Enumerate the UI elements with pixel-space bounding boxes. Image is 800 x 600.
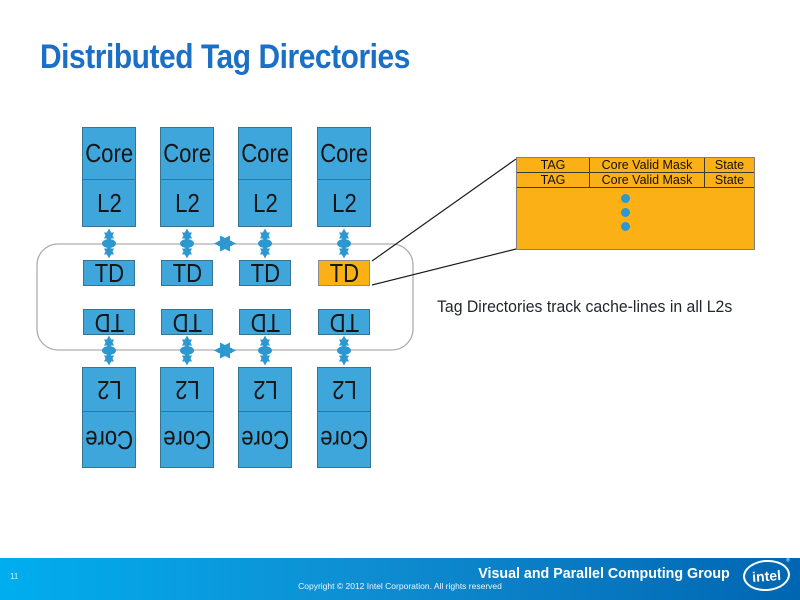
td-label: TD: [250, 307, 280, 338]
l2-label: L2: [174, 375, 200, 405]
td-box-1: TD: [83, 257, 135, 288]
l2-box-bottom-4: L2: [317, 367, 371, 412]
td-box-mirror-2: TD: [161, 307, 213, 338]
l2-label: L2: [331, 187, 357, 218]
core-label: Core: [85, 425, 133, 455]
l2-label: L2: [252, 375, 278, 405]
l2-label: L2: [96, 375, 122, 405]
td-box-3: TD: [239, 257, 291, 288]
core-label: Core: [241, 138, 289, 168]
td-label: TD: [329, 257, 359, 288]
group-name: Visual and Parallel Computing Group: [478, 565, 730, 582]
l2-box-top-4: L2: [317, 179, 371, 227]
ellipsis-dot: [621, 222, 630, 231]
td-box-4-highlighted: TD: [318, 257, 370, 288]
l2-label: L2: [174, 187, 200, 218]
slide-title: Distributed Tag Directories: [40, 38, 410, 76]
td-label: TD: [250, 257, 280, 288]
core-box-bottom-4: Core: [317, 411, 371, 468]
table-cell-state: State: [714, 158, 745, 172]
core-box-top-3: Core: [238, 127, 292, 180]
table-cell-mask: Core Valid Mask: [590, 173, 705, 187]
table-cell-tag: TAG: [517, 173, 590, 187]
ellipsis-dot: [621, 208, 630, 217]
l2-label: L2: [252, 187, 278, 218]
td-box-mirror-4: TD: [318, 307, 370, 338]
core-box-bottom-2: Core: [160, 411, 214, 468]
tag-directory-table: TAG Core Valid Mask State TAG Core Valid…: [516, 157, 755, 250]
td-label: TD: [329, 307, 359, 338]
core-label: Core: [163, 425, 211, 455]
table-row: TAG Core Valid Mask State: [517, 173, 754, 188]
page-number: 11: [10, 572, 19, 581]
core-box-bottom-1: Core: [82, 411, 136, 468]
core-box-top-2: Core: [160, 127, 214, 180]
td-box-2: TD: [161, 257, 213, 288]
table-cell-state: State: [714, 173, 745, 187]
table-cell-tag: TAG: [517, 158, 590, 172]
table-cell-mask: Core Valid Mask: [590, 158, 705, 172]
td-box-mirror-1: TD: [83, 307, 135, 338]
l2-box-top-3: L2: [238, 179, 292, 227]
l2-box-bottom-3: L2: [238, 367, 292, 412]
registered-mark: ®: [786, 557, 791, 564]
callout-line-top: [371, 158, 517, 262]
top-vertical-connectors: [102, 228, 351, 259]
core-label: Core: [320, 425, 368, 455]
l2-box-top-2: L2: [160, 179, 214, 227]
core-label: Core: [320, 138, 368, 168]
l2-box-bottom-2: L2: [160, 367, 214, 412]
intel-logo-text: intel: [751, 566, 782, 585]
td-box-mirror-3: TD: [239, 307, 291, 338]
core-box-top-1: Core: [82, 127, 136, 180]
core-box-bottom-3: Core: [238, 411, 292, 468]
td-label: TD: [94, 307, 124, 338]
diagram-caption: Tag Directories track cache-lines in all…: [437, 297, 733, 316]
l2-label: L2: [331, 375, 357, 405]
core-label: Core: [85, 138, 133, 168]
bottom-vertical-connectors: [102, 335, 351, 366]
l2-box-bottom-1: L2: [82, 367, 136, 412]
footer-bar: 11 Visual and Parallel Computing Group C…: [0, 557, 800, 600]
table-ellipsis-dots: [621, 194, 630, 231]
copyright-notice: Copyright © 2012 Intel Corporation. All …: [298, 581, 502, 591]
table-row: TAG Core Valid Mask State: [517, 158, 754, 173]
core-label: Core: [163, 138, 211, 168]
td-label: TD: [172, 307, 202, 338]
horizontal-ring-arrows: [213, 235, 237, 359]
callout-line-bottom: [371, 248, 517, 286]
td-label: TD: [94, 257, 124, 288]
td-label: TD: [172, 257, 202, 288]
l2-box-top-1: L2: [82, 179, 136, 227]
core-box-top-4: Core: [317, 127, 371, 180]
ellipsis-dot: [621, 194, 630, 203]
core-label: Core: [241, 425, 289, 455]
l2-label: L2: [96, 187, 122, 218]
